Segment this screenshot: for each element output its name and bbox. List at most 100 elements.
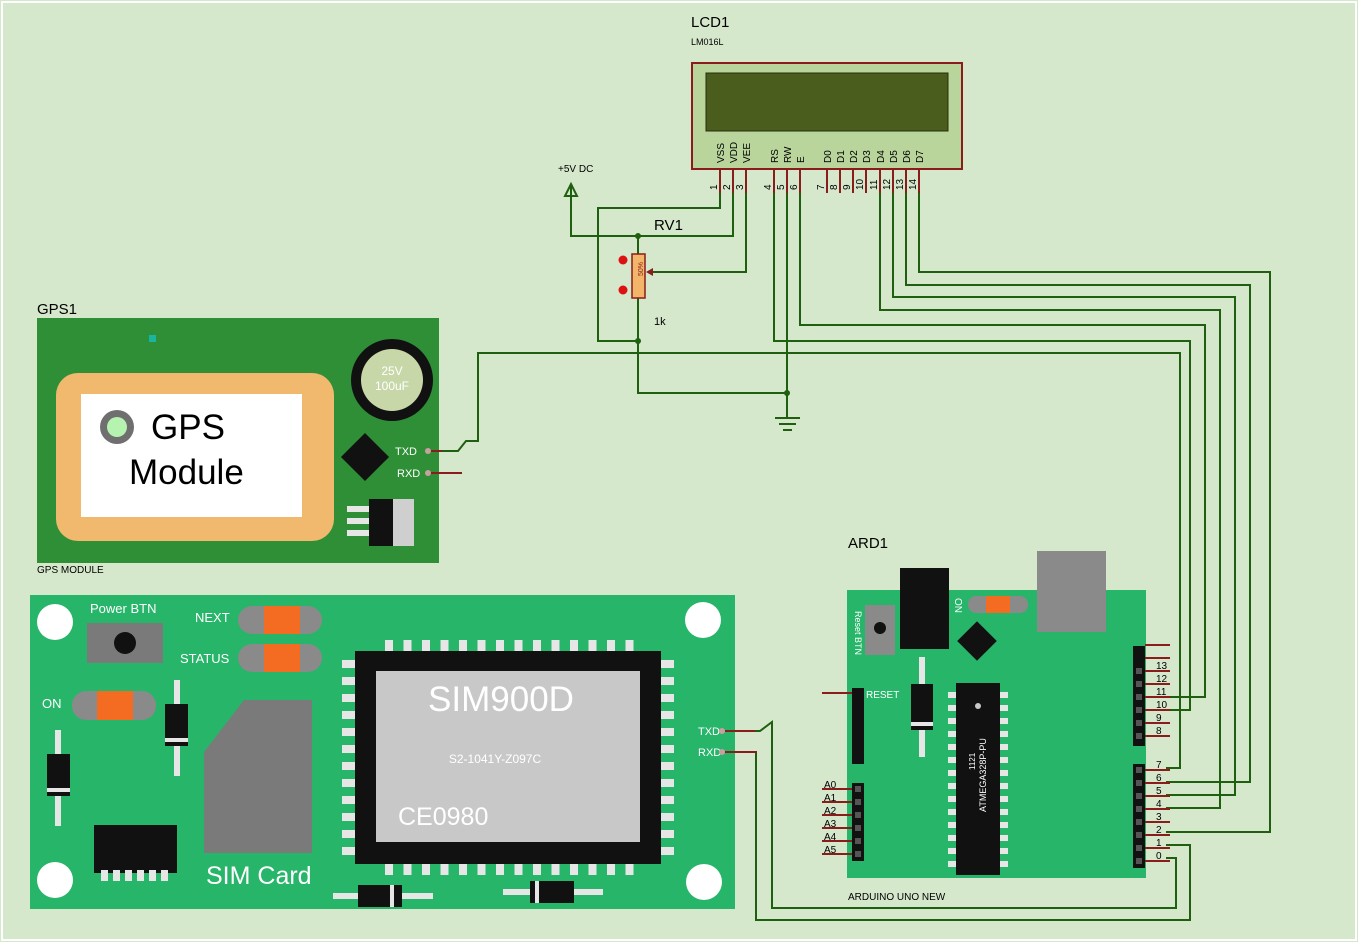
sim900-pad: [496, 640, 504, 652]
lcd-pin-name: VSS: [716, 143, 727, 163]
chip-label: ATMEGA328P-PU: [978, 738, 988, 812]
lcd-pin-name: D7: [915, 150, 926, 163]
arduino-uno[interactable]: ARD1 Reset BTN ON RESET ATMEGA328P-PU 11…: [822, 535, 1170, 903]
wire-vdd: [570, 193, 734, 237]
digital-pin-label: 8: [1156, 726, 1162, 737]
sim900-pad: [607, 640, 615, 652]
lcd-pin-number: 3: [735, 184, 746, 190]
sim900-pad: [342, 694, 355, 702]
digital-pin-socket: [1136, 832, 1142, 838]
potentiometer-rv1[interactable]: RV1 50% 1k: [618, 217, 683, 328]
lcd-pin-name: D4: [876, 150, 887, 163]
lcd-pin-name: D3: [862, 150, 873, 163]
sim900-pad: [342, 830, 355, 838]
gsm-ic-pin: [101, 870, 108, 881]
sim900-pad: [385, 863, 393, 875]
sim900-pad: [661, 745, 674, 753]
sim900-pad: [588, 863, 597, 875]
lcd-pin-number: 8: [829, 184, 840, 190]
digital-pin-label: 6: [1156, 773, 1162, 784]
gsm-ic-pin: [137, 870, 144, 881]
digital-pin-socket: [1136, 668, 1142, 674]
digital-pin-label: 3: [1156, 812, 1162, 823]
gps-module[interactable]: GPS1 GPS Module 25V 100uF TXD RXD GPS MO…: [37, 301, 462, 576]
sim900-pad: [661, 813, 674, 821]
sim900-pad: [625, 640, 634, 652]
atmega-pin: [948, 809, 956, 815]
atmega-pin: [1000, 770, 1008, 776]
sim900-pad: [342, 762, 355, 770]
sim900-pad: [403, 640, 412, 652]
gps-capacitor: [361, 349, 423, 411]
digital-pin-socket: [1136, 733, 1142, 739]
wire-gsm-txd: [754, 720, 1177, 909]
atmega-chip: [956, 683, 1000, 875]
sim900-pad: [342, 745, 355, 753]
wire-vss: [597, 193, 721, 342]
chip-code: S2-1041Y-Z097C: [449, 752, 542, 766]
sim900-pad: [440, 640, 449, 652]
gsm-module[interactable]: Power BTN NEXT STATUS ON SIM Card: [30, 595, 757, 909]
gps-rxd-label: RXD: [397, 468, 420, 480]
atmega-pin: [1000, 731, 1008, 737]
analog-pin-socket: [855, 825, 861, 831]
atmega-pin: [1000, 822, 1008, 828]
gsm-ic-pin: [125, 870, 132, 881]
usb-chip: [957, 621, 997, 661]
atmega-pin: [948, 848, 956, 854]
gps-chip: [340, 432, 390, 482]
atmega-pin: [1000, 796, 1008, 802]
sim900-pad: [403, 863, 412, 875]
wire-d5: [892, 193, 1236, 796]
analog-pin-socket: [855, 786, 861, 792]
lcd-screen: [705, 72, 949, 132]
analog-pin-socket: [855, 851, 861, 857]
analog-pin-socket: [855, 799, 861, 805]
gsm-ic-pin: [149, 870, 156, 881]
on-label: ON: [42, 696, 62, 711]
sim-label: SIM Card: [206, 862, 312, 890]
lcd-pin-name: D2: [849, 150, 860, 163]
atmega-pin: [948, 744, 956, 750]
wires: [440, 193, 1271, 921]
sim900-pad: [459, 863, 467, 875]
atmega-pin: [1000, 783, 1008, 789]
analog-pin-socket: [855, 838, 861, 844]
power-jack: [900, 568, 949, 649]
digital-pin-label: 4: [1156, 799, 1162, 810]
sim900-pad: [342, 779, 355, 787]
pot-increase-icon: [618, 255, 628, 265]
lcd-pin-number: 11: [869, 179, 880, 190]
gsm-ic-pin: [113, 870, 120, 881]
gsm-ic-pin: [161, 870, 168, 881]
pot-percent: 50%: [638, 262, 645, 276]
lcd-pin-name: RW: [783, 146, 794, 163]
lcd-pin-number: 9: [842, 184, 853, 190]
cap-line-1: 25V: [381, 364, 402, 378]
power-terminal: +5V DC: [558, 164, 593, 198]
sim900-pad: [440, 863, 449, 875]
ground-symbol: [775, 417, 800, 431]
sim900-pad: [607, 863, 615, 875]
lcd-pin-number: 12: [882, 178, 893, 190]
analog-pin-label: A1: [824, 793, 837, 804]
atmega-pin: [1000, 809, 1008, 815]
sim900-pad: [570, 863, 578, 875]
sim-card-slot: [204, 700, 312, 853]
digital-pin-socket: [1136, 707, 1142, 713]
analog-pin-socket: [855, 812, 861, 818]
gps-status-icon: [107, 417, 127, 437]
digital-pin-socket: [1136, 681, 1142, 687]
lcd-pin-number: 2: [722, 184, 733, 190]
gsm-txd-label: TXD: [698, 726, 720, 738]
chip-mark: CE0980: [398, 803, 488, 831]
lcd-module[interactable]: LCD1 LM016L VSS1VDD2VEE3RS4RW5E6D07D18D2…: [691, 14, 963, 193]
lcd-pins: VSS1VDD2VEE3RS4RW5E6D07D18D29D310D411D51…: [709, 142, 926, 193]
analog-pin-label: A4: [824, 832, 837, 843]
cap-line-2: 100uF: [375, 379, 409, 393]
sim900-pad: [661, 796, 674, 804]
digital-pin-label: 12: [1156, 674, 1168, 685]
lcd-pin-number: 5: [776, 184, 787, 190]
wire-d6: [905, 193, 1251, 783]
